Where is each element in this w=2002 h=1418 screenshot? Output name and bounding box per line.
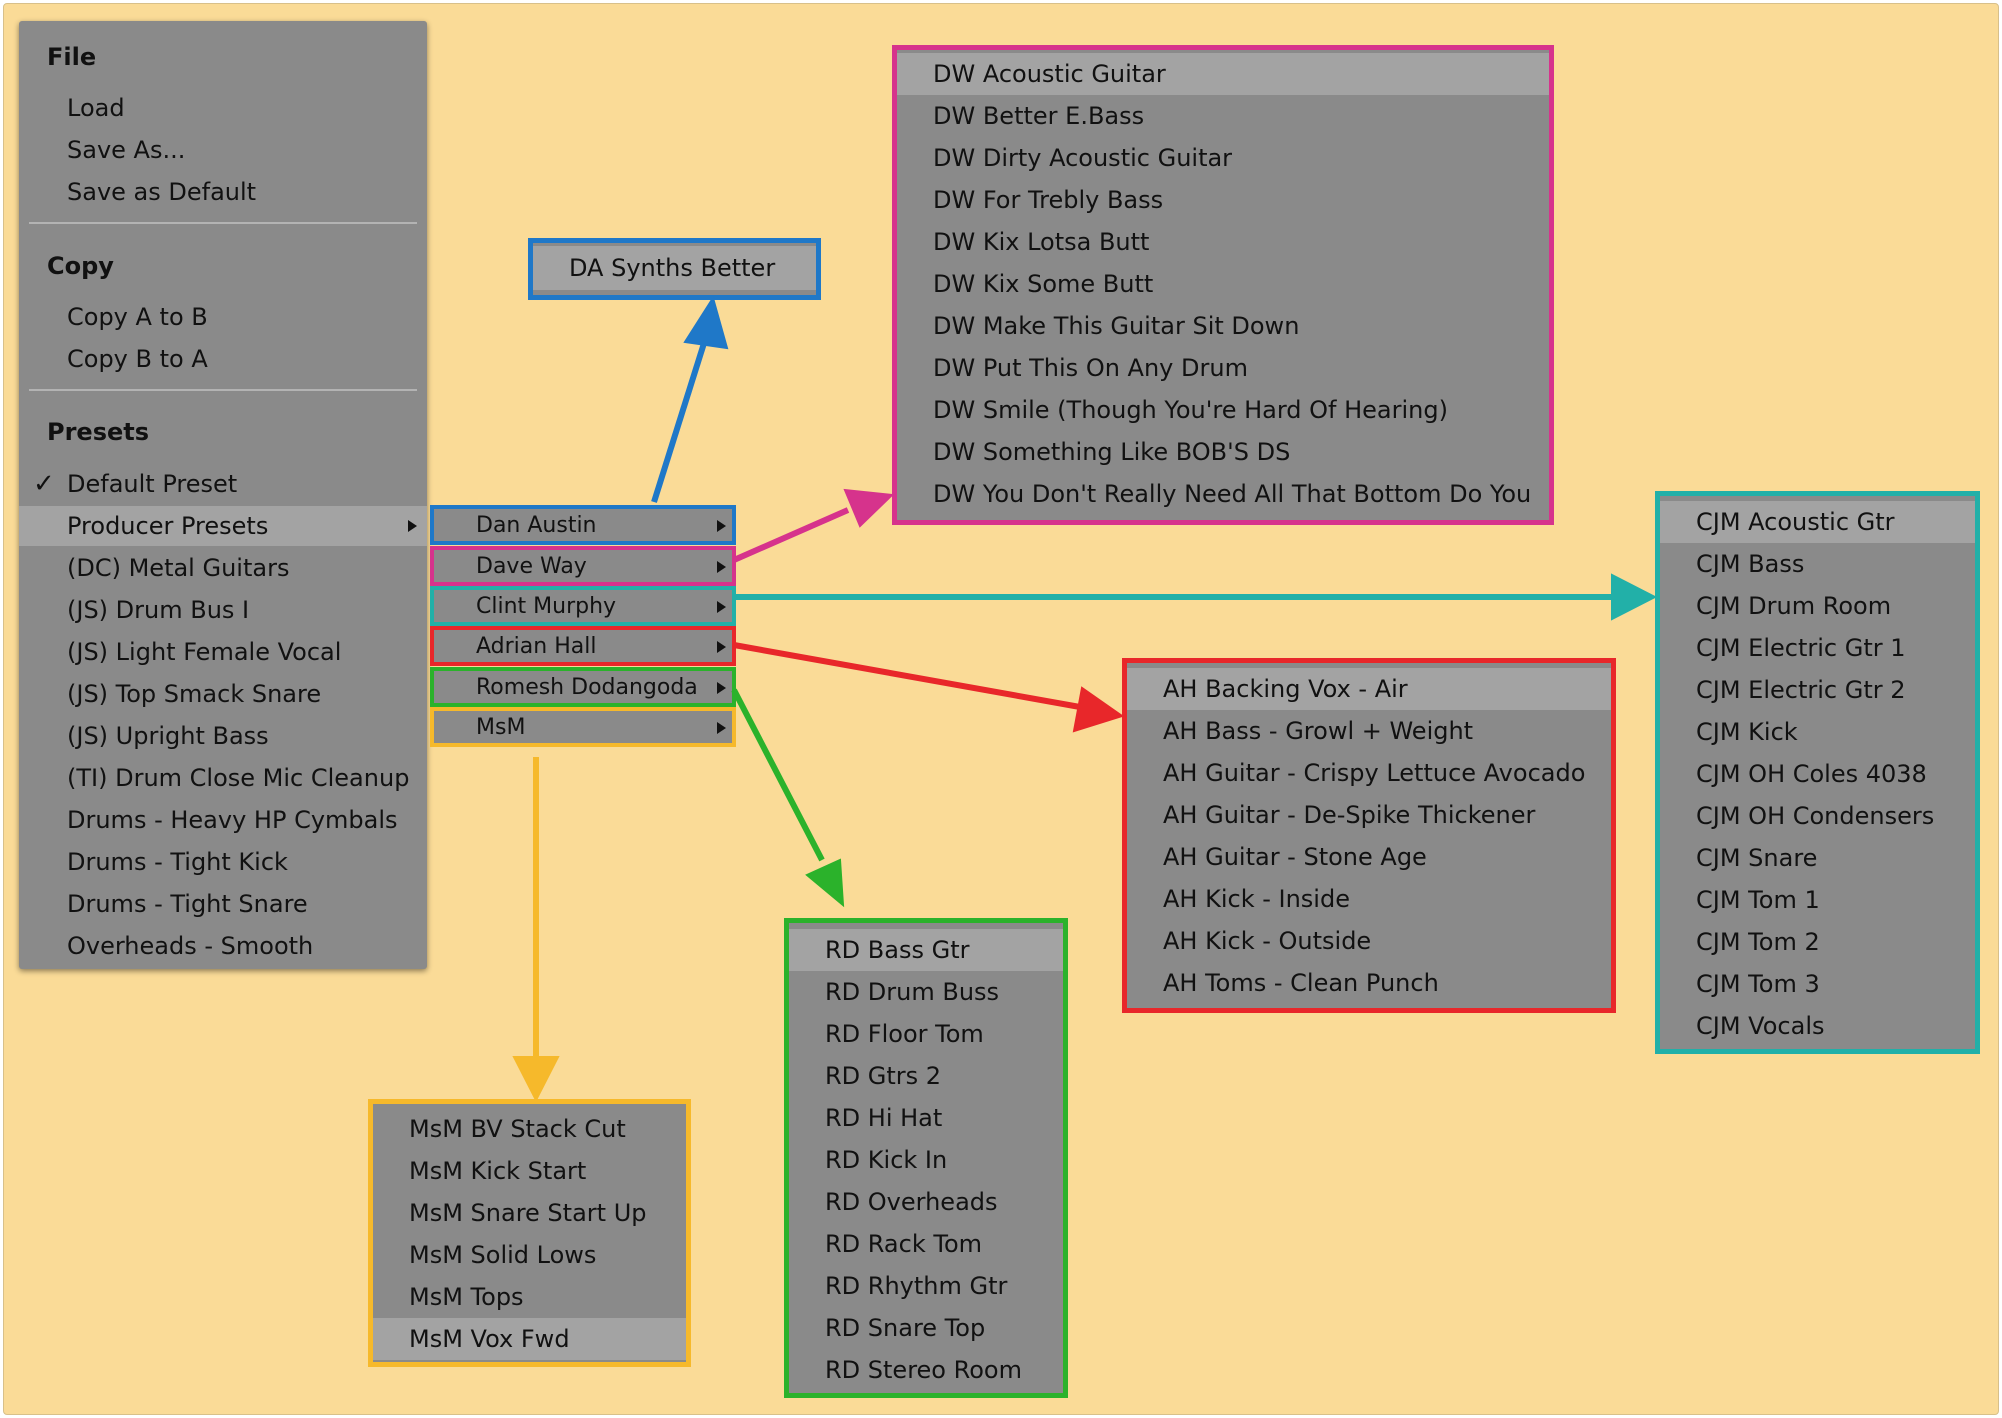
submenu-item[interactable]: AH Guitar - Stone Age xyxy=(1163,843,1427,871)
submenu-item[interactable]: DW Put This On Any Drum xyxy=(933,354,1248,382)
submenu-item[interactable]: MsM Snare Start Up xyxy=(409,1199,647,1227)
preset-menu-item[interactable]: (TI) Drum Close Mic Cleanup xyxy=(67,764,410,792)
submenu-item[interactable]: RD Stereo Room xyxy=(825,1356,1022,1384)
submenu-item[interactable]: CJM Electric Gtr 1 xyxy=(1696,634,1906,662)
producer-dan-austin[interactable]: Dan Austin xyxy=(430,505,736,545)
producer-adrian-hall[interactable]: Adrian Hall xyxy=(430,626,736,666)
producer-romesh-dodangoda[interactable]: Romesh Dodangoda xyxy=(430,667,736,707)
submenu-item[interactable]: AH Backing Vox - Air xyxy=(1127,668,1611,710)
submenu-item[interactable]: RD Kick In xyxy=(825,1146,948,1174)
preset-menu-item[interactable]: (DC) Metal Guitars xyxy=(67,554,290,582)
submenu-item[interactable]: RD Rack Tom xyxy=(825,1230,983,1258)
submenu-item[interactable]: CJM Electric Gtr 2 xyxy=(1696,676,1906,704)
submenu-item[interactable]: RD Rhythm Gtr xyxy=(825,1272,1008,1300)
submenu-item[interactable]: DW You Don't Really Need All That Bottom… xyxy=(933,480,1532,508)
preset-menu-item[interactable]: Drums - Tight Snare xyxy=(67,890,308,918)
submenu-arrow-icon xyxy=(717,641,726,653)
copy-header: Copy xyxy=(47,252,114,280)
submenu-item[interactable]: MsM BV Stack Cut xyxy=(409,1115,626,1143)
save-as-default-menu-item[interactable]: Save as Default xyxy=(67,178,257,206)
submenu-item[interactable]: DW Kix Lotsa Butt xyxy=(933,228,1150,256)
submenu-item[interactable]: RD Hi Hat xyxy=(825,1104,943,1132)
dave-way-submenu: DW Acoustic Guitar DW Better E.Bass DW Dir… xyxy=(892,45,1554,525)
submenu-item[interactable]: AH Guitar - De-Spike Thickener xyxy=(1163,801,1536,829)
separator xyxy=(29,222,417,224)
producer-msm[interactable]: MsM xyxy=(430,707,736,747)
adrian-hall-submenu: AH Backing Vox - Air AH Bass - Growl + We… xyxy=(1122,658,1616,1013)
submenu-item[interactable]: RD Snare Top xyxy=(825,1314,986,1342)
submenu-item[interactable]: MsM Vox Fwd xyxy=(373,1318,686,1360)
preset-menu-item[interactable]: (JS) Upright Bass xyxy=(67,722,269,750)
presets-header: Presets xyxy=(47,418,150,446)
romesh-submenu: RD Bass Gtr RD Drum Buss RD Floor Tom RD Gt… xyxy=(784,918,1068,1398)
separator xyxy=(29,389,417,391)
submenu-item[interactable]: CJM Bass xyxy=(1696,550,1805,578)
preset-menu-item[interactable]: (JS) Top Smack Snare xyxy=(67,680,322,708)
preset-menu-item[interactable]: Drums - Tight Kick xyxy=(67,848,288,876)
submenu-item[interactable]: RD Overheads xyxy=(825,1188,998,1216)
submenu-item[interactable]: CJM Acoustic Gtr xyxy=(1660,501,1975,543)
submenu-item[interactable]: AH Kick - Outside xyxy=(1163,927,1372,955)
submenu-item[interactable]: DW Dirty Acoustic Guitar xyxy=(933,144,1233,172)
producer-clint-murphy[interactable]: Clint Murphy xyxy=(430,586,736,626)
checkmark-icon: ✓ xyxy=(33,469,55,499)
submenu-item[interactable]: AH Bass - Growl + Weight xyxy=(1163,717,1474,745)
main-menu: File Load Save As... Save as Default Cop… xyxy=(19,21,427,969)
submenu-arrow-icon xyxy=(717,722,726,734)
preset-menu-item[interactable]: Drums - Heavy HP Cymbals xyxy=(67,806,398,834)
file-header: File xyxy=(47,43,97,71)
preset-menu-item[interactable]: (JS) Light Female Vocal xyxy=(67,638,342,666)
dan-austin-submenu: DA Synths Better xyxy=(528,238,821,300)
submenu-item[interactable]: CJM Snare xyxy=(1696,844,1818,872)
submenu-item[interactable]: MsM Kick Start xyxy=(409,1157,587,1185)
preset-menu-item[interactable]: (JS) Drum Bus I xyxy=(67,596,250,624)
submenu-item[interactable]: CJM OH Condensers xyxy=(1696,802,1935,830)
submenu-arrow-icon xyxy=(408,520,417,532)
submenu-item[interactable]: RD Bass Gtr xyxy=(789,929,1063,971)
submenu-item[interactable]: AH Guitar - Crispy Lettuce Avocado xyxy=(1163,759,1586,787)
submenu-arrow-icon xyxy=(717,601,726,613)
submenu-item[interactable]: DW Smile (Though You're Hard Of Hearing) xyxy=(933,396,1448,424)
submenu-item[interactable]: CJM Tom 2 xyxy=(1696,928,1820,956)
producer-dave-way[interactable]: Dave Way xyxy=(430,546,736,586)
submenu-arrow-icon xyxy=(717,682,726,694)
submenu-item[interactable]: DW Kix Some Butt xyxy=(933,270,1154,298)
submenu-item[interactable]: DW Better E.Bass xyxy=(933,102,1145,130)
submenu-item[interactable]: CJM OH Coles 4038 xyxy=(1696,760,1927,788)
submenu-item[interactable]: DA Synths Better xyxy=(533,246,816,290)
default-preset-menu-item[interactable]: ✓ Default Preset xyxy=(19,464,427,504)
submenu-item[interactable]: CJM Drum Room xyxy=(1696,592,1892,620)
submenu-arrow-icon xyxy=(717,561,726,573)
submenu-item[interactable]: CJM Tom 3 xyxy=(1696,970,1820,998)
submenu-item[interactable]: RD Gtrs 2 xyxy=(825,1062,942,1090)
copy-b-to-a-menu-item[interactable]: Copy B to A xyxy=(67,345,208,373)
producer-presets-menu-item[interactable]: Producer Presets xyxy=(19,506,427,546)
submenu-item[interactable]: DW Acoustic Guitar xyxy=(897,53,1549,95)
submenu-item[interactable]: MsM Solid Lows xyxy=(409,1241,597,1269)
load-menu-item[interactable]: Load xyxy=(67,94,125,122)
preset-menu-item[interactable]: Overheads - Smooth xyxy=(67,932,314,960)
copy-a-to-b-menu-item[interactable]: Copy A to B xyxy=(67,303,208,331)
submenu-item[interactable]: AH Kick - Inside xyxy=(1163,885,1350,913)
submenu-item[interactable]: CJM Kick xyxy=(1696,718,1798,746)
submenu-item[interactable]: DW For Trebly Bass xyxy=(933,186,1164,214)
submenu-item[interactable]: RD Floor Tom xyxy=(825,1020,984,1048)
submenu-item[interactable]: DW Something Like BOB'S DS xyxy=(933,438,1291,466)
submenu-item[interactable]: AH Toms - Clean Punch xyxy=(1163,969,1439,997)
submenu-item[interactable]: CJM Vocals xyxy=(1696,1012,1825,1040)
submenu-item[interactable]: MsM Tops xyxy=(409,1283,524,1311)
submenu-item[interactable]: RD Drum Buss xyxy=(825,978,1000,1006)
save-as-menu-item[interactable]: Save As... xyxy=(67,136,186,164)
submenu-item[interactable]: DW Make This Guitar Sit Down xyxy=(933,312,1300,340)
submenu-item[interactable]: CJM Tom 1 xyxy=(1696,886,1820,914)
submenu-arrow-icon xyxy=(717,520,726,532)
